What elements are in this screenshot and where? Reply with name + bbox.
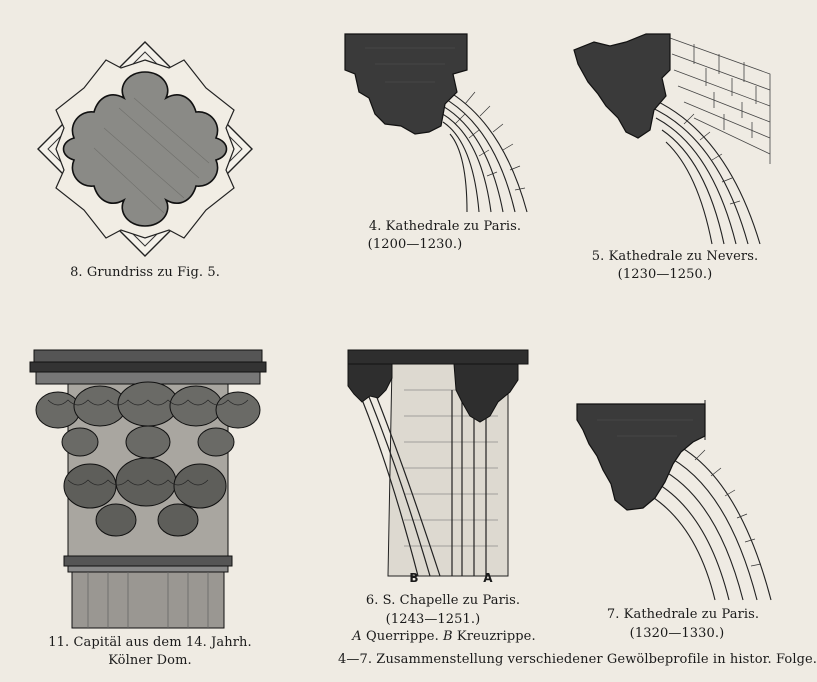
figure-6-caption: 6. S. Chapelle zu Paris. bbox=[365, 593, 521, 608]
figure-6-dates: (1243—1251.) bbox=[385, 612, 481, 627]
plan-drawing bbox=[37, 41, 253, 257]
vault-profile-drawing bbox=[573, 33, 771, 245]
figure-4-dates: (1200—1230.) bbox=[367, 237, 463, 252]
figure-6-label-a: A bbox=[483, 571, 493, 585]
figure-5-caption: 5. Kathedrale zu Nevers. bbox=[591, 249, 759, 264]
figure-6-profile bbox=[347, 349, 529, 577]
figure-6-legend: A Querrippe. B Kreuzrippe. bbox=[344, 628, 544, 645]
legend-b-text: Kreuzrippe. bbox=[456, 629, 536, 644]
figure-7-caption: 7. Kathedrale zu Paris. bbox=[606, 607, 760, 622]
legend-a-letter: A bbox=[352, 629, 362, 644]
figure-4-caption: 4. Kathedrale zu Paris. bbox=[368, 219, 522, 234]
legend-a-text: Querrippe. bbox=[366, 629, 439, 644]
figure-11-caption: 11. Capitäl aus dem 14. Jahrh. bbox=[48, 635, 252, 650]
figure-4-profile bbox=[344, 33, 535, 213]
vault-profile-drawing bbox=[347, 349, 529, 577]
figure-8-plan bbox=[34, 38, 256, 260]
vault-profile-drawing bbox=[576, 400, 772, 601]
figure-7-dates: (1320—1330.) bbox=[629, 626, 725, 641]
figures-4-7-caption: 4—7. Zusammenstellung verschiedener Gewö… bbox=[338, 652, 817, 667]
figure-11-subcaption: Kölner Dom. bbox=[108, 653, 192, 668]
figure-6-label-b: B bbox=[409, 571, 419, 585]
figure-5-profile bbox=[573, 33, 774, 245]
figure-5-dates: (1230—1250.) bbox=[617, 267, 713, 282]
legend-b-letter: B bbox=[443, 629, 453, 644]
figure-7-profile bbox=[576, 400, 777, 601]
figure-11-capital bbox=[28, 349, 268, 629]
figure-8-caption: 8. Grundriss zu Fig. 5. bbox=[70, 265, 220, 280]
capital-drawing bbox=[29, 349, 267, 629]
vault-profile-drawing bbox=[344, 33, 528, 213]
